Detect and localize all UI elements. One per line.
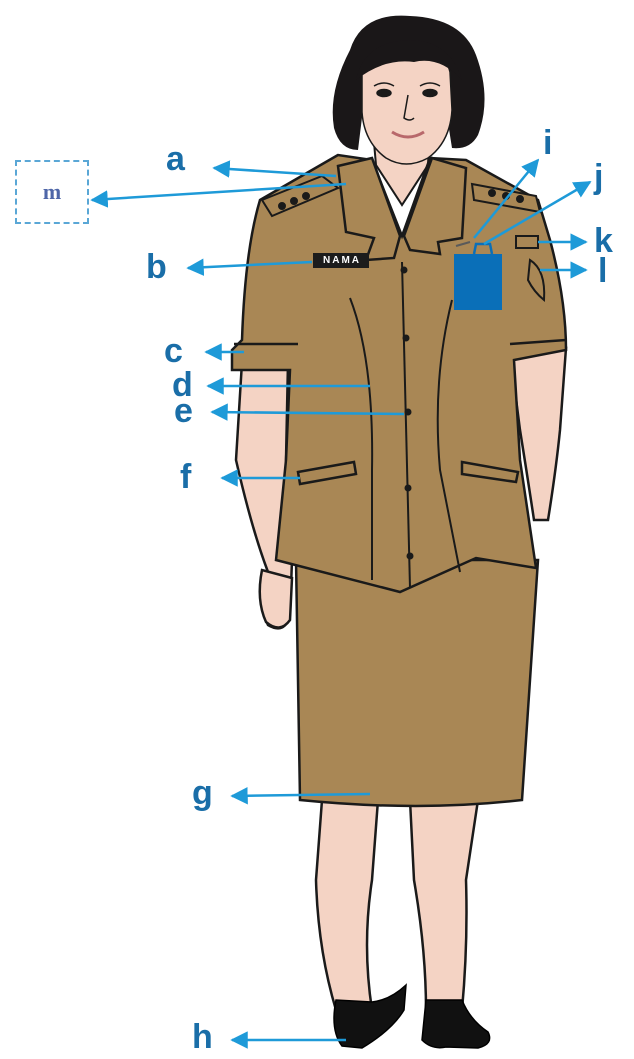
label-i: i <box>543 126 552 160</box>
right-leg <box>410 800 478 1010</box>
name-tag: NAMA <box>313 253 369 268</box>
label-j: j <box>594 160 603 194</box>
right-shoe <box>422 1000 490 1048</box>
chest-insignia <box>516 236 538 248</box>
left-hand <box>260 570 292 628</box>
button <box>405 409 412 416</box>
label-c: c <box>164 334 183 368</box>
label-g: g <box>192 776 213 810</box>
label-h: h <box>192 1020 213 1054</box>
label-a: a <box>166 142 185 176</box>
button <box>403 335 410 342</box>
left-leg <box>316 800 378 1010</box>
label-m: m <box>43 179 61 205</box>
label-m-box: m <box>15 160 89 224</box>
button <box>401 267 408 274</box>
legs <box>316 800 478 1010</box>
label-e: e <box>174 394 193 428</box>
skirt <box>296 560 538 806</box>
label-f: f <box>180 460 191 494</box>
label-b: b <box>146 250 167 284</box>
button <box>407 553 414 560</box>
id-card <box>454 254 502 310</box>
button <box>405 485 412 492</box>
label-l: l <box>598 254 607 288</box>
